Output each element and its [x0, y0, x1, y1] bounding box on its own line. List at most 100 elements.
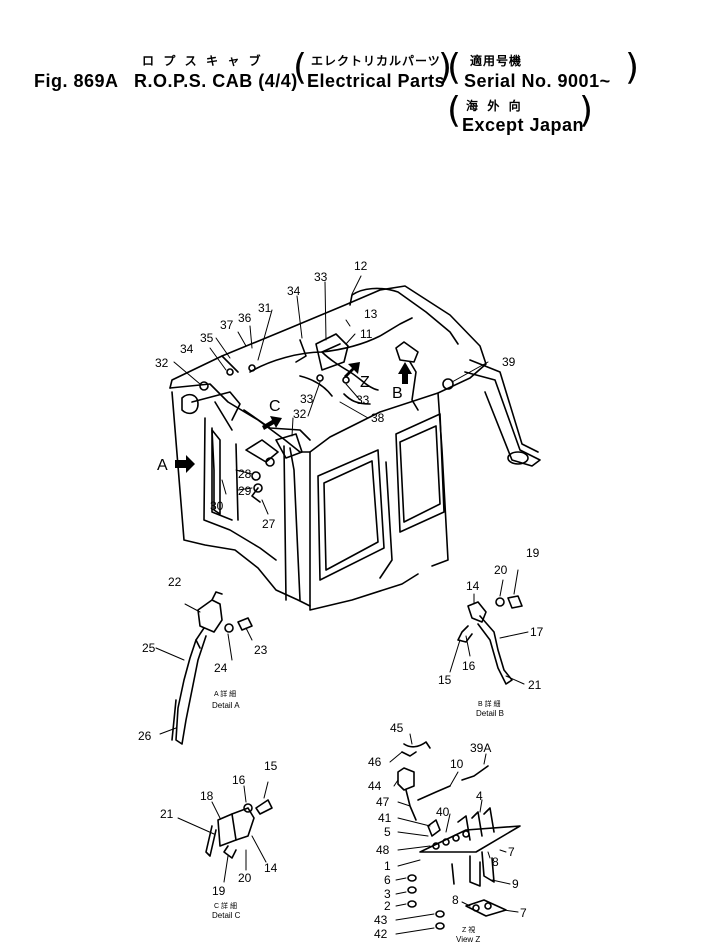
arrow-a-label: A [157, 457, 168, 474]
callout: 25 [142, 641, 156, 655]
callout: 12 [354, 259, 368, 273]
callout: 7 [508, 845, 515, 859]
view-arrows [175, 362, 412, 473]
japanese-group: エレクトリカルパーツ [311, 54, 441, 68]
callout: 44 [368, 779, 382, 793]
arrow-a-icon [175, 455, 195, 473]
close-paren: ) [625, 47, 640, 88]
callout: 26 [138, 729, 152, 743]
detail-a-label: Detail A [212, 701, 240, 710]
arrow-z-label: Z [360, 374, 370, 391]
callout: 14 [264, 861, 278, 875]
japanese-serial: 適用号機 [470, 54, 523, 68]
close-paren: ) [438, 47, 453, 88]
callout: 38 [371, 411, 385, 425]
callout: 48 [376, 843, 390, 857]
callout: 39A [470, 741, 491, 755]
callout: 39 [502, 355, 516, 369]
main-callouts: 12 33 34 13 31 11 37 36 35 34 32 33 39 3… [155, 259, 516, 531]
callout: 4 [476, 789, 483, 803]
callout: 2 [384, 899, 391, 913]
view-z-jp: Z 視 [462, 925, 475, 934]
callout: 41 [378, 811, 392, 825]
arrow-c-icon [262, 416, 282, 430]
japanese-title: ロ プ ス キ ャ ブ [142, 54, 264, 68]
detail-a-assembly [155, 591, 253, 745]
open-paren: ( [447, 90, 462, 131]
callout: 3 [384, 887, 391, 901]
arrow-b-label: B [392, 385, 403, 402]
market-scope: Except Japan [462, 115, 585, 135]
callout: 47 [376, 795, 390, 809]
callout: 6 [384, 873, 391, 887]
arrow-letters: A B C Z [157, 374, 403, 474]
japanese-market: 海 外 向 [466, 99, 524, 113]
view-z-callouts: 45 46 39A 44 10 47 40 4 41 5 7 48 8 1 6 … [368, 721, 527, 944]
close-paren: ) [579, 90, 594, 131]
callout: 43 [374, 913, 388, 927]
callout: 14 [466, 579, 480, 593]
arrow-c-label: C [269, 398, 281, 415]
detail-b-assembly [449, 569, 529, 685]
callout: 31 [258, 301, 272, 315]
callout: 19 [526, 546, 540, 560]
detail-c-assembly [177, 781, 273, 883]
callout: 9 [512, 877, 519, 891]
callout: 16 [232, 773, 246, 787]
callout: 5 [384, 825, 391, 839]
callout: 11 [360, 327, 373, 341]
callout: 27 [262, 517, 276, 531]
callout: 19 [212, 884, 226, 898]
callout: 13 [364, 307, 378, 321]
callout: 18 [200, 789, 214, 803]
callout: 46 [368, 755, 382, 769]
open-paren: ( [293, 47, 308, 88]
arrow-z-icon [344, 362, 360, 378]
callout: 15 [438, 673, 452, 687]
callout: 34 [287, 284, 301, 298]
detail-c-jp: C 詳 細 [214, 901, 237, 910]
callout: 28 [238, 467, 252, 481]
detail-c-callouts: 15 16 18 21 14 19 20 C 詳 細 Detail C [160, 759, 278, 920]
callout: 8 [452, 893, 459, 907]
detail-a-jp: A 詳 細 [214, 689, 236, 698]
view-z-label: View Z [456, 935, 480, 944]
callout: 10 [450, 757, 464, 771]
leader-lines-main [173, 275, 489, 515]
detail-b-label: Detail B [476, 709, 504, 718]
detail-a-callouts: 22 23 24 25 26 A 詳 細 Detail A [138, 575, 268, 743]
callout: 20 [238, 871, 252, 885]
callout: 32 [155, 356, 169, 370]
callout: 7 [520, 906, 527, 920]
callout: 35 [200, 331, 214, 345]
callout: 40 [436, 805, 450, 819]
group-title: Electrical Parts [307, 71, 446, 91]
callout: 45 [390, 721, 404, 735]
callout: 30 [210, 499, 224, 513]
arrow-b-icon [398, 362, 412, 384]
callout: 23 [254, 643, 268, 657]
callout: 20 [494, 563, 508, 577]
detail-b-jp: B 詳 細 [478, 699, 501, 708]
callout: 42 [374, 927, 388, 941]
figure-number: Fig. 869A [34, 71, 119, 91]
callout: 29 [238, 484, 252, 498]
callout: 21 [160, 807, 174, 821]
callout: 33 [314, 270, 328, 284]
open-paren: ( [447, 47, 462, 88]
callout: 1 [384, 859, 391, 873]
callout: 17 [530, 625, 544, 639]
callout: 33 [356, 393, 370, 407]
detail-c-label: Detail C [212, 911, 241, 920]
callout: 32 [293, 407, 307, 421]
callout: 16 [462, 659, 476, 673]
callout: 36 [238, 311, 252, 325]
cab-body [169, 285, 541, 611]
callout: 22 [168, 575, 182, 589]
callout: 34 [180, 342, 194, 356]
serial-range: Serial No. 9001~ [464, 71, 611, 91]
figure-title: R.O.P.S. CAB (4/4) [134, 71, 298, 91]
callout: 15 [264, 759, 278, 773]
